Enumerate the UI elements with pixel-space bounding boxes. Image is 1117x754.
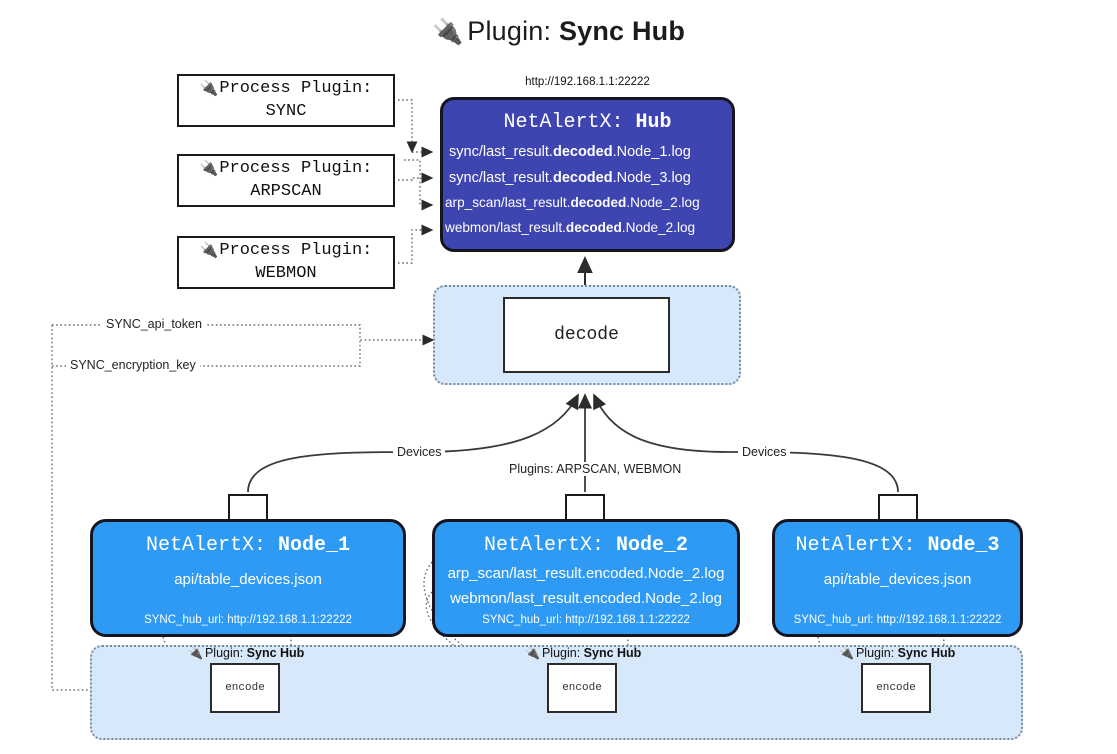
process-plugin-label: Process Plugin: <box>219 79 373 99</box>
hub-title: NetAlertX: Hub <box>443 111 732 134</box>
encoder-label-node-2: 🔌Plugin: Sync Hub <box>525 646 641 660</box>
page-title: 🔌Plugin: Sync Hub <box>0 16 1117 47</box>
hub-log-1: sync/last_result.decoded.Node_1.log <box>443 145 732 160</box>
encode-box-node-1[interactable]: encode <box>210 663 280 713</box>
plug-icon: 🔌 <box>199 80 219 98</box>
node-card-node-2[interactable]: NetAlertX: Node_2 arp_scan/last_result.e… <box>432 519 740 637</box>
node-hub-url-value: http://192.168.1.1:22222 <box>565 614 690 626</box>
hub-log-4: webmon/last_result.decoded.Node_2.log <box>443 219 732 235</box>
node-line: webmon/last_result.encoded.Node_2.log <box>450 590 722 607</box>
node-title-name: Node_3 <box>927 534 1000 557</box>
plug-icon: 🔌 <box>525 646 540 660</box>
node-hub-url-value: http://192.168.1.1:22222 <box>876 614 1002 626</box>
config-label-encryption-key: SYNC_encryption_key <box>66 358 200 372</box>
node-hub-url-key: SYNC_hub_url: <box>793 614 874 626</box>
hub-log-3: arp_scan/last_result.decoded.Node_2.log <box>443 196 732 210</box>
hub-node[interactable]: NetAlertX: Hub sync/last_result.decoded.… <box>440 97 735 252</box>
hub-log-post: .Node_3.log <box>612 169 691 186</box>
hub-log-pre: arp_scan/last_result. <box>445 195 571 210</box>
node-hub-url-value: http://192.168.1.1:22222 <box>227 614 352 626</box>
process-plugin-name: WEBMON <box>255 263 317 283</box>
decode-box[interactable]: decode <box>503 297 670 373</box>
node-title-prefix: NetAlertX: <box>483 534 604 557</box>
node-hub-url: SYNC_hub_url: http://192.168.1.1:22222 <box>93 614 403 626</box>
hub-log-em: decoded <box>552 169 613 186</box>
node-hub-url: SYNC_hub_url: http://192.168.1.1:22222 <box>775 614 1020 626</box>
node-title: NetAlertX: Node_3 <box>775 534 1020 557</box>
encoder-label-name: Sync Hub <box>246 646 305 660</box>
plugin-to-hub-edges <box>398 99 434 264</box>
process-plugin-name: ARPSCAN <box>250 181 322 201</box>
encoder-label-name: Sync Hub <box>583 646 642 660</box>
node-to-decode-edges <box>247 393 899 493</box>
node-card-node-3[interactable]: NetAlertX: Node_3 api/table_devices.json… <box>772 519 1023 637</box>
node-title-name: Node_2 <box>616 534 689 557</box>
node-line: api/table_devices.json <box>174 571 322 588</box>
node-line: arp_scan/last_result.encoded.Node_2.log <box>447 565 725 582</box>
hub-log-2: sync/last_result.decoded.Node_3.log <box>443 169 732 186</box>
hub-log-post: .Node_1.log <box>612 144 691 160</box>
hub-log-post: .Node_2.log <box>626 195 700 210</box>
node-card-node-1[interactable]: NetAlertX: Node_1 api/table_devices.json… <box>90 519 406 637</box>
process-plugin-sync[interactable]: 🔌Process Plugin: SYNC <box>177 74 395 127</box>
node-title-prefix: NetAlertX: <box>795 534 916 557</box>
encoder-label-node-3: 🔌Plugin: Sync Hub <box>839 646 955 660</box>
plug-icon: 🔌 <box>431 18 464 46</box>
process-plugin-label: Process Plugin: <box>219 159 373 179</box>
node-title-prefix: NetAlertX: <box>145 534 266 557</box>
encoder-label-prefix: Plugin: <box>855 646 895 660</box>
title-prefix: Plugin: <box>467 16 552 46</box>
hub-log-em: decoded <box>565 219 622 235</box>
plug-icon: 🔌 <box>199 242 219 260</box>
encode-box-node-3[interactable]: encode <box>861 663 931 713</box>
process-plugin-name: SYNC <box>265 101 307 121</box>
hub-log-em: decoded <box>552 144 613 160</box>
edge-label-devices-left: Devices <box>393 445 446 459</box>
node-hub-url-key: SYNC_hub_url: <box>482 614 562 626</box>
process-plugin-arpscan[interactable]: 🔌Process Plugin: ARPSCAN <box>177 154 395 207</box>
node-hub-url: SYNC_hub_url: http://192.168.1.1:22222 <box>435 614 737 626</box>
encoder-label-prefix: Plugin: <box>541 646 581 660</box>
hub-url-label: http://192.168.1.1:22222 <box>525 76 650 88</box>
config-label-api-token: SYNC_api_token <box>102 317 206 331</box>
hub-log-em: decoded <box>570 195 627 210</box>
title-name: Sync Hub <box>558 16 686 46</box>
node-title: NetAlertX: Node_2 <box>435 534 737 557</box>
encode-box-node-2[interactable]: encode <box>547 663 617 713</box>
process-plugin-webmon[interactable]: 🔌Process Plugin: WEBMON <box>177 236 395 289</box>
plug-icon: 🔌 <box>188 646 203 660</box>
encoder-label-name: Sync Hub <box>897 646 956 660</box>
node-line: api/table_devices.json <box>823 571 972 588</box>
hub-title-name: Hub <box>635 111 672 134</box>
plug-icon: 🔌 <box>839 646 854 660</box>
encoder-label-prefix: Plugin: <box>204 646 244 660</box>
node-hub-url-key: SYNC_hub_url: <box>144 614 224 626</box>
encoder-label-node-1: 🔌Plugin: Sync Hub <box>188 646 304 660</box>
hub-title-prefix: NetAlertX: <box>503 111 624 134</box>
node-title-name: Node_1 <box>278 534 351 557</box>
hub-log-pre: sync/last_result. <box>449 169 553 186</box>
plug-icon: 🔌 <box>199 160 219 178</box>
hub-log-pre: webmon/last_result. <box>445 219 566 235</box>
node-title: NetAlertX: Node_1 <box>93 534 403 557</box>
process-plugin-label: Process Plugin: <box>219 241 373 261</box>
hub-log-post: .Node_2.log <box>621 219 696 235</box>
hub-log-pre: sync/last_result. <box>449 144 553 160</box>
edge-label-devices-right: Devices <box>738 445 791 459</box>
edge-label-plugins-center: Plugins: ARPSCAN, WEBMON <box>505 462 686 476</box>
